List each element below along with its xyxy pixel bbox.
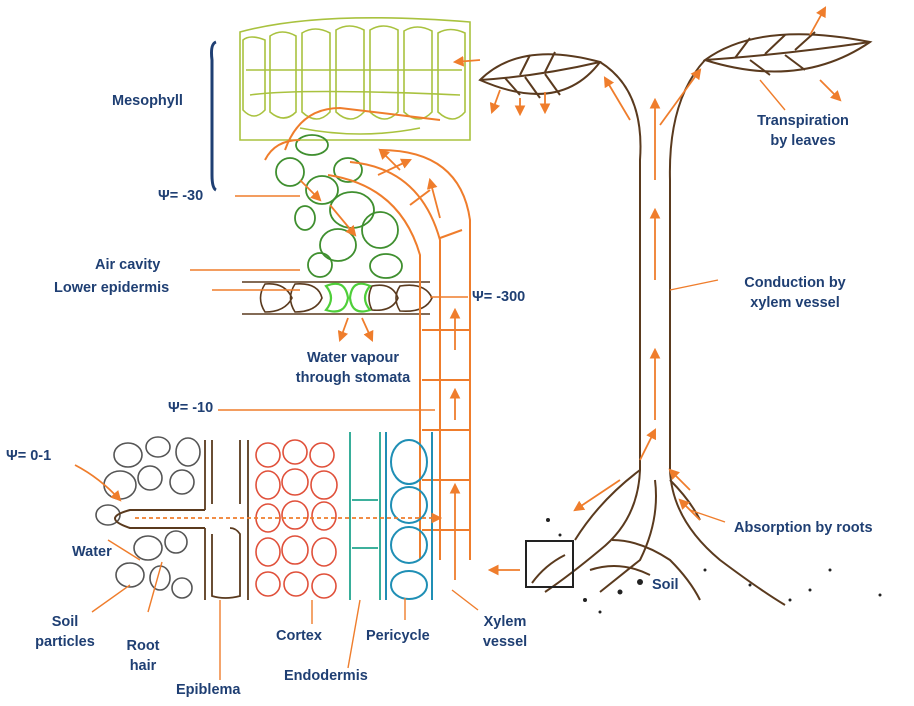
pericycle-cells [386,432,432,600]
xylem-vessel-curved [265,108,470,560]
label-conduction-line1: Conduction by [720,273,870,293]
label-conduction-line2: xylem vessel [720,293,870,313]
lower-epidermis [242,282,432,314]
label-pericycle: Pericycle [366,626,430,646]
stomata-guard-cells [326,284,370,312]
label-water-vapour-line2: through stomata [268,368,438,388]
label-endodermis: Endodermis [284,666,368,686]
label-mesophyll: Mesophyll [112,91,183,111]
label-root-hair-line2: hair [118,656,168,676]
cortex-cells [256,440,337,598]
label-soil-particles-line1: Soil [20,612,110,632]
label-psi-minus-300: Ψ= -300 [472,287,525,307]
label-psi-minus-30: Ψ= -30 [158,186,203,206]
label-transpiration-line2: by leaves [738,131,868,151]
mesophyll-bracket [212,42,217,190]
label-air-cavity: Air cavity [95,255,160,275]
label-epiblema: Epiblema [176,680,240,700]
endodermis-cells [350,432,380,600]
label-soil-particles-line2: particles [20,632,110,652]
label-psi-minus-10: Ψ= -10 [168,398,213,418]
label-xylem-vessel-line2: vessel [470,632,540,652]
label-water-vapour: Water vapour through stomata [268,348,438,388]
label-transpiration-line1: Transpiration [738,111,868,131]
spongy-cells [276,135,402,278]
label-xylem-vessel: Xylem vessel [470,612,540,652]
label-root-hair-line1: Root [118,636,168,656]
label-water: Water [72,542,112,562]
label-lower-epidermis: Lower epidermis [54,278,169,298]
mesophyll-tissue [240,18,470,140]
label-soil-particles: Soil particles [20,612,110,652]
label-xylem-vessel-line1: Xylem [470,612,540,632]
root-hair [115,510,205,528]
label-root-hair: Root hair [118,636,168,676]
label-psi-0-1: Ψ= 0-1 [6,446,51,466]
label-conduction: Conduction by xylem vessel [720,273,870,313]
label-soil: Soil [652,575,679,595]
label-absorption: Absorption by roots [734,518,873,538]
zoom-box-root [532,555,565,583]
label-cortex: Cortex [276,626,322,646]
label-transpiration: Transpiration by leaves [738,111,868,151]
label-water-vapour-line1: Water vapour [268,348,438,368]
epiblema-cells [205,440,248,600]
